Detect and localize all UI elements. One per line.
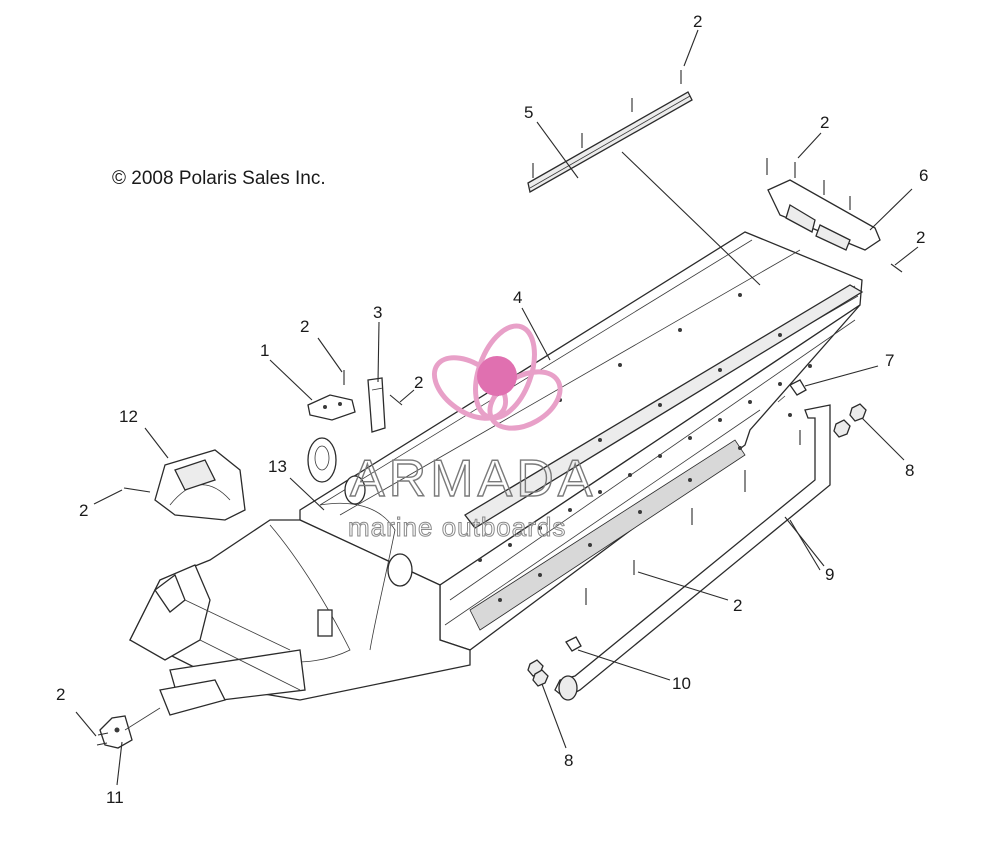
callout-6: 6 xyxy=(919,166,928,185)
callout-3: 3 xyxy=(373,303,382,322)
callout-2: 2 xyxy=(733,596,742,615)
callout-2: 2 xyxy=(79,501,88,520)
callout-2: 2 xyxy=(693,12,702,31)
leader-lines xyxy=(75,29,919,786)
callout-2: 2 xyxy=(916,228,925,247)
watermark-logo xyxy=(431,323,563,431)
part-12-front-bracket xyxy=(154,449,246,521)
callout-2: 2 xyxy=(820,113,829,132)
callout-5: 5 xyxy=(524,103,533,122)
callout-2: 2 xyxy=(414,373,423,392)
watermark-tagline: marine outboards xyxy=(348,512,566,542)
part-3-bracket xyxy=(367,377,386,433)
chassis-tunnel xyxy=(129,231,864,716)
callout-7: 7 xyxy=(885,351,894,370)
callout-1: 1 xyxy=(260,341,269,360)
callout-12: 12 xyxy=(119,407,138,426)
part-9-bumper-bar xyxy=(554,404,831,701)
watermark-text: ARMADA marine outboards xyxy=(348,449,596,542)
callout-8: 8 xyxy=(564,751,573,770)
callouts: 2 5 2 6 2 4 2 3 1 2 7 12 8 13 2 9 2 10 2… xyxy=(56,12,928,807)
copyright-text: © 2008 Polaris Sales Inc. xyxy=(112,168,326,189)
callout-9: 9 xyxy=(825,565,834,584)
callout-10: 10 xyxy=(672,674,691,693)
callout-8: 8 xyxy=(905,461,914,480)
fasteners xyxy=(96,70,903,746)
part-6-rear-bracket xyxy=(767,179,913,251)
callout-2: 2 xyxy=(300,317,309,336)
callout-4: 4 xyxy=(513,288,522,307)
callout-2: 2 xyxy=(56,685,65,704)
panel-holes xyxy=(478,293,812,602)
callout-11: 11 xyxy=(106,788,124,807)
watermark-brand: ARMADA xyxy=(350,450,596,508)
part-11-bottom-bracket xyxy=(99,707,161,749)
part-5-rail-strip xyxy=(527,91,761,286)
part-1-bracket xyxy=(307,394,356,421)
callout-13: 13 xyxy=(268,457,287,476)
